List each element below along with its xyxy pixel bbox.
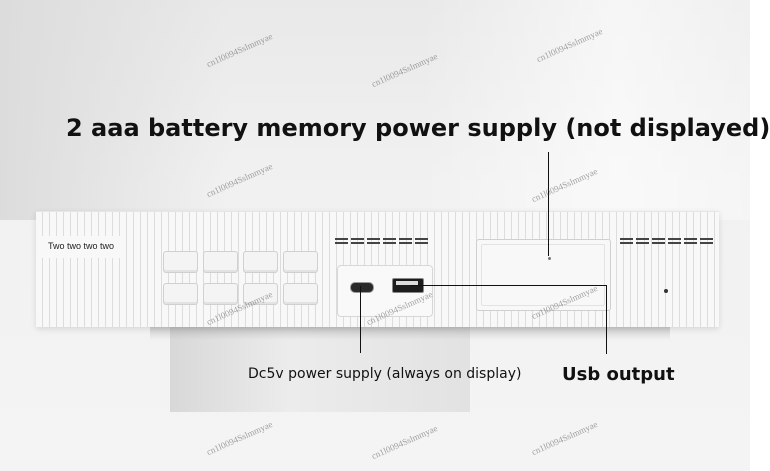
device-button[interactable] (163, 283, 198, 305)
device-button[interactable] (203, 251, 238, 273)
battery-caption: 2 aaa battery memory power supply (not d… (66, 114, 770, 142)
battery-cover-inner (481, 244, 605, 306)
device-button[interactable] (243, 283, 278, 305)
background-highlight (420, 0, 750, 220)
usb-callout-vertical (606, 285, 607, 354)
battery-callout-line (548, 152, 549, 256)
device-button[interactable] (283, 283, 318, 305)
battery-dot (548, 257, 551, 260)
stand-shadow (150, 326, 670, 340)
speaker-vents-right (620, 238, 713, 244)
device-button[interactable] (283, 251, 318, 273)
device-button[interactable] (203, 283, 238, 305)
dc-callout-line (360, 286, 361, 353)
indicator-hole (664, 289, 668, 293)
usb-callout-horizontal (410, 285, 607, 286)
side-label-panel (42, 236, 126, 258)
speaker-vents-left (335, 238, 428, 244)
side-label: Two two two two (48, 241, 115, 251)
device-button[interactable] (243, 251, 278, 273)
dc-caption: Dc5v power supply (always on display) (248, 366, 522, 382)
device-stand (170, 326, 470, 412)
usb-caption: Usb output (562, 364, 675, 385)
device-button[interactable] (163, 251, 198, 273)
usb-c-port[interactable] (350, 282, 374, 293)
background-shade (0, 0, 230, 220)
usb-a-tongue (396, 281, 418, 285)
battery-compartment[interactable] (476, 239, 611, 311)
button-grid (163, 251, 319, 305)
